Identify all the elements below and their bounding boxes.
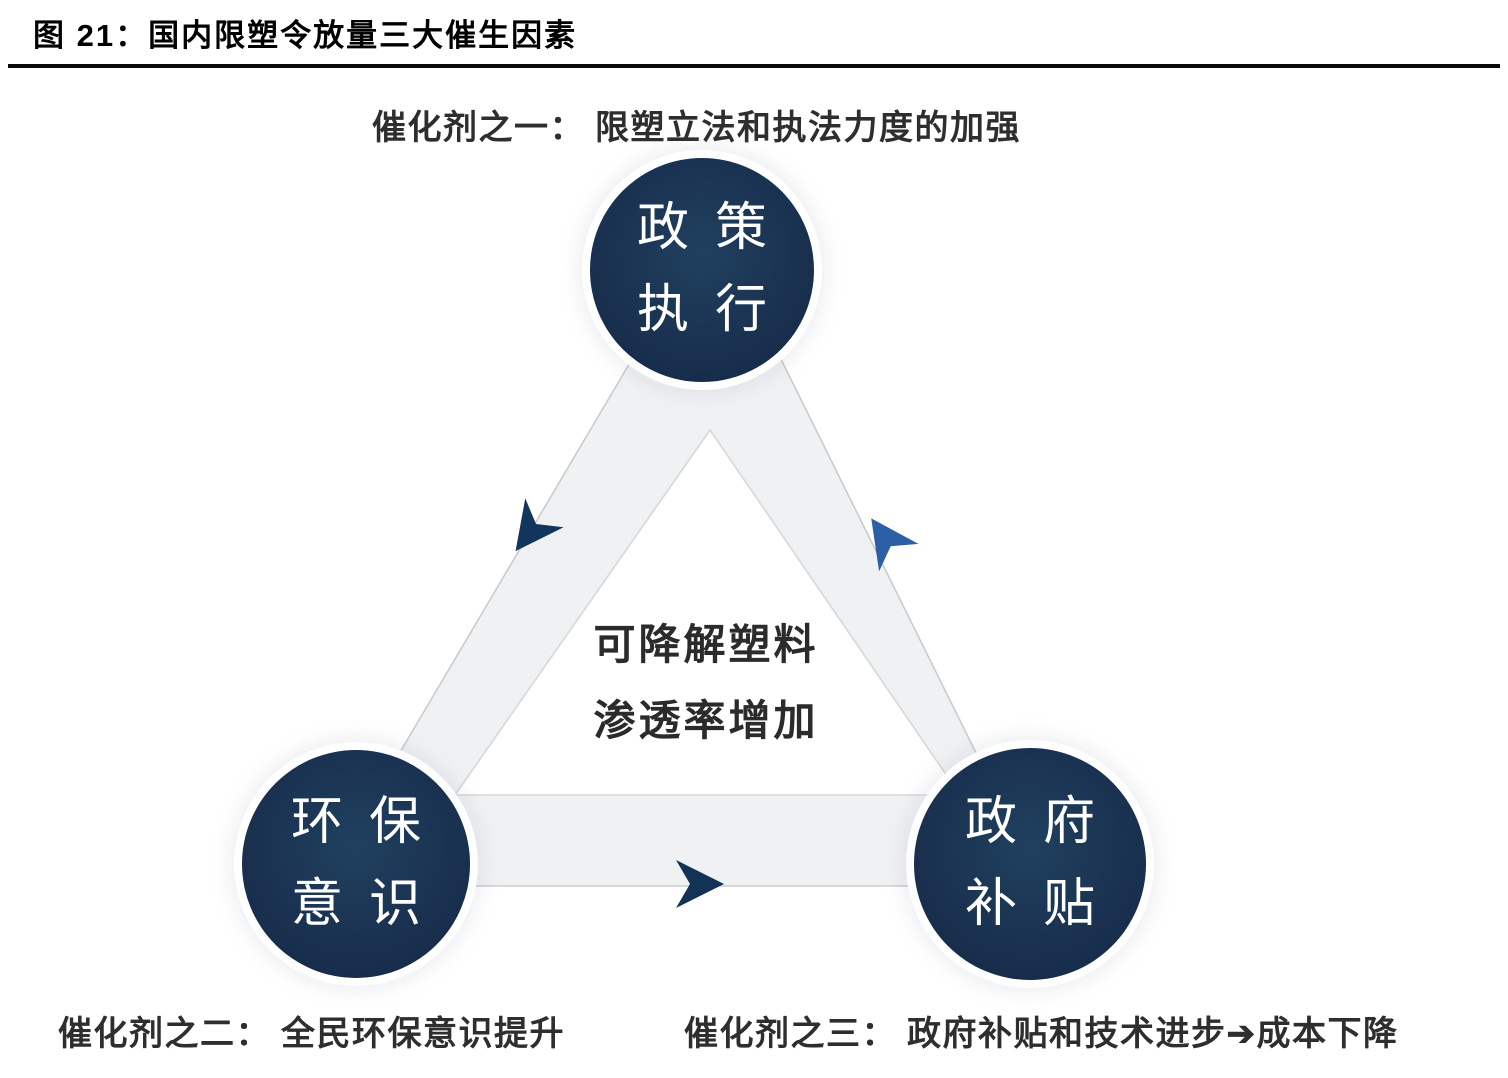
arrow-top-to-left-icon xyxy=(515,498,564,552)
center-text-line2: 渗透率增加 xyxy=(593,699,819,745)
arrow-right-to-top-icon xyxy=(871,518,919,572)
arrow-left-to-right-icon xyxy=(676,860,724,908)
catalyst-2-label: 催化剂之二： 全民环保意识提升 xyxy=(58,1016,565,1053)
catalyst-3-label: 催化剂之三： 政府补贴和技术进步➔成本下降 xyxy=(684,1016,1399,1053)
title-rule xyxy=(8,64,1500,68)
center-text-line1: 可降解塑料 xyxy=(593,623,819,669)
center-text: 可降解塑料 渗透率增加 xyxy=(593,608,818,760)
node-environmental-awareness-line2: 意识 xyxy=(290,876,447,933)
node-government-subsidy-line2: 补贴 xyxy=(964,876,1121,933)
node-policy-execution-line2: 执行 xyxy=(636,282,793,339)
node-government-subsidy: 政府 补贴 xyxy=(914,748,1146,980)
node-environmental-awareness: 环保 意识 xyxy=(242,750,470,978)
catalyst-1-label: 催化剂之一： 限塑立法和执法力度的加强 xyxy=(372,110,1021,147)
node-environmental-awareness-line1: 环保 xyxy=(290,793,447,851)
node-policy-execution: 政策 执行 xyxy=(590,158,814,382)
figure-title: 图 21：国内限塑令放量三大催生因素 xyxy=(33,18,578,53)
triangle-band-inner-edge xyxy=(454,429,961,796)
node-government-subsidy-line1: 政府 xyxy=(964,793,1121,851)
node-policy-execution-line1: 政策 xyxy=(636,199,793,257)
